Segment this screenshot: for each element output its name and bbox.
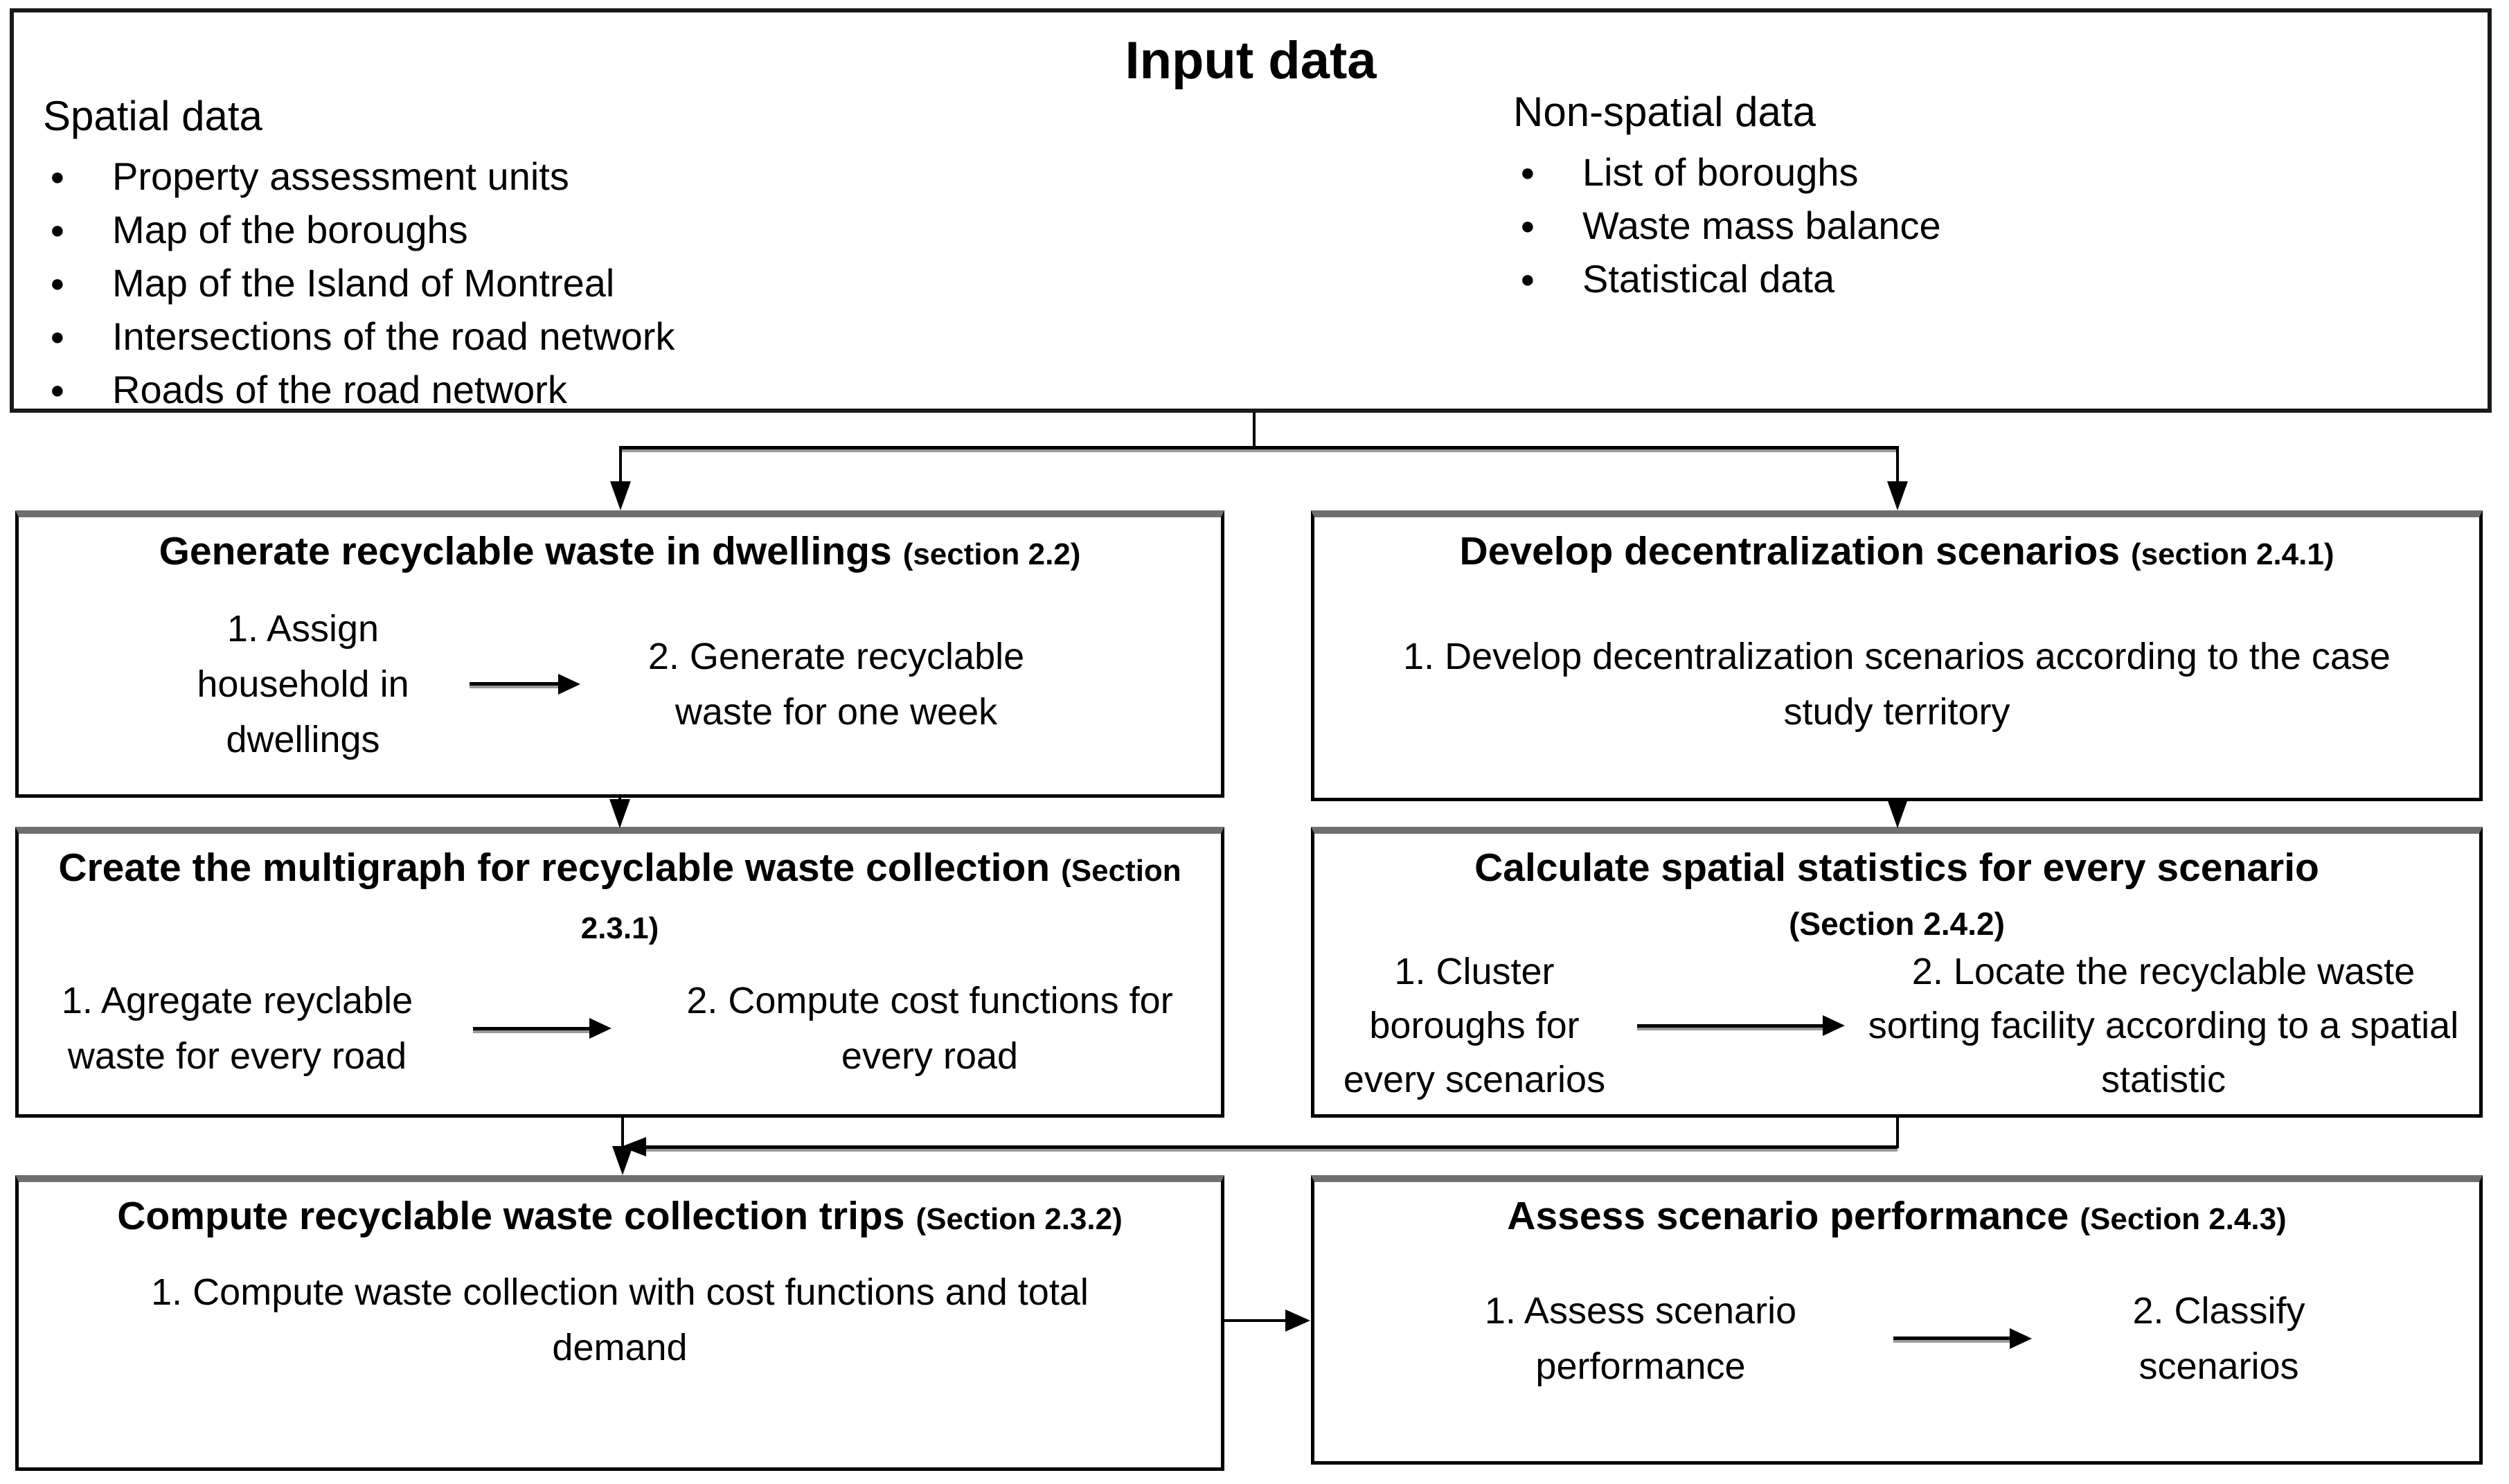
box-collection-trips-title-text: Compute recyclable waste collection trip…: [117, 1194, 905, 1238]
spatial-data-heading: Spatial data: [43, 93, 262, 139]
non-spatial-data-list: List of boroughs Waste mass balance Stat…: [1513, 145, 1941, 305]
box-create-multigraph-section-label: (Section 2.3.1): [580, 854, 1181, 945]
arrow-head-icon: [589, 1018, 611, 1039]
non-spatial-data-heading: Non-spatial data: [1513, 89, 1816, 135]
step-assess-performance: 1. Assess scenario performance: [1484, 1289, 1797, 1387]
list-item: Waste mass balance: [1513, 199, 1941, 252]
arrow-right-icon: [472, 1018, 611, 1039]
connector-trips-to-assess: [1223, 1319, 1289, 1322]
step-compute-collection: 1. Compute waste collection with cost fu…: [151, 1271, 1089, 1368]
box-generate-waste-title: Generate recyclable waste in dwellings (s…: [19, 517, 1221, 580]
arrow-head-icon: [557, 673, 580, 695]
arrow-right-icon: [1637, 1015, 1845, 1037]
arrow-head-down-icon: [1887, 481, 1908, 510]
box-develop-scenarios-title: Develop decentralization scenarios (secti…: [1314, 517, 2479, 580]
list-item: Map of the Island of Montreal: [43, 256, 675, 310]
box-create-multigraph-title-text: Create the multigraph for recyclable was…: [58, 846, 1051, 890]
box-spatial-statistics-section-label: (Section 2.4.2): [1789, 905, 2005, 942]
generate-steps-row: 1. Assign household in dwellings 2. Gene…: [19, 601, 1221, 767]
step-aggregate-waste: 1. Agregate reyclable waste for every ro…: [61, 980, 413, 1078]
connector-statistics-down: [1896, 1116, 1899, 1148]
box-collection-trips-section-label: (Section 2.3.2): [916, 1202, 1123, 1236]
box-generate-waste-title-text: Generate recyclable waste in dwellings: [159, 529, 892, 573]
multigraph-steps-row: 1. Agregate reyclable waste for every ro…: [19, 973, 1221, 1084]
step-classify-scenarios: 2. Classify scenarios: [2132, 1289, 2305, 1387]
connector-branch-line: [619, 446, 1898, 449]
spatial-data-column: Spatial data Property assessment units M…: [43, 91, 675, 416]
box-create-multigraph: Create the multigraph for recyclable was…: [15, 827, 1224, 1118]
non-spatial-data-column: Non-spatial data List of boroughs Waste …: [1513, 87, 1941, 305]
arrow-head-icon: [1823, 1015, 1845, 1037]
box-assess-performance: Assess scenario performance (Section 2.4.…: [1311, 1175, 2483, 1465]
connector-branch-left: [619, 446, 622, 484]
arrow-shaft: [1893, 1337, 2010, 1341]
box-create-multigraph-title: Create the multigraph for recyclable was…: [19, 834, 1221, 954]
box-collection-trips: Compute recyclable waste collection trip…: [15, 1175, 1224, 1471]
arrow-right-icon: [1893, 1327, 2032, 1349]
arrow-head-down-icon: [610, 481, 631, 510]
arrow-head-down-icon: [609, 799, 630, 828]
box-develop-scenarios-section-label: (section 2.4.1): [2131, 537, 2334, 571]
arrow-shaft: [1637, 1023, 1823, 1028]
arrow-shaft: [472, 1026, 589, 1030]
step-locate-sorting-facility: 2. Locate the recyclable waste sorting f…: [1868, 951, 2459, 1101]
list-item: Intersections of the road network: [43, 310, 675, 363]
box-generate-waste-section-label: (section 2.2): [902, 537, 1081, 571]
arrow-right-icon: [469, 673, 580, 695]
arrow-head-right-icon: [1285, 1309, 1310, 1332]
connector-junction-line: [633, 1145, 1898, 1149]
box-generate-waste: Generate recyclable waste in dwellings (s…: [15, 510, 1224, 798]
list-item: Roads of the road network: [43, 363, 675, 416]
arrow-head-icon: [2010, 1327, 2032, 1349]
step-cluster-boroughs: 1. Cluster boroughs for every scenarios: [1343, 951, 1606, 1101]
box-spatial-statistics-title: Calculate spatial statistics for every s…: [1314, 834, 2479, 897]
step-compute-cost-functions: 2. Compute cost functions for every road: [686, 980, 1173, 1078]
box-collection-trips-title: Compute recyclable waste collection trip…: [19, 1182, 1221, 1245]
box-assess-performance-title-text: Assess scenario performance: [1507, 1194, 2069, 1238]
spatial-statistics-steps-row: 1. Cluster boroughs for every scenarios …: [1314, 945, 2479, 1107]
box-develop-scenarios-title-text: Develop decentralization scenarios: [1459, 529, 2120, 573]
input-data-title: Input data: [1125, 31, 1377, 90]
box-spatial-statistics: Calculate spatial statistics for every s…: [1311, 827, 2483, 1118]
list-item: Map of the boroughs: [43, 203, 675, 256]
list-item: Property assessment units: [43, 150, 675, 203]
box-assess-performance-section-label: (Section 2.4.3): [2080, 1202, 2287, 1236]
arrow-shaft: [469, 682, 558, 686]
step-assign-household: 1. Assign household in dwellings: [197, 607, 409, 760]
list-item: Statistical data: [1513, 252, 1941, 305]
step-generate-week-waste: 2. Generate recyclable waste for one wee…: [648, 635, 1025, 733]
spatial-data-list: Property assessment units Map of the bor…: [43, 150, 675, 416]
connector-branch-right: [1896, 446, 1899, 484]
connector-input-stem: [1253, 413, 1256, 449]
arrow-head-down-icon: [1887, 799, 1908, 828]
input-data-box: Input data Spatial data Property assessm…: [10, 8, 2492, 416]
assess-steps-row: 1. Assess scenario performance 2. Classi…: [1314, 1283, 2479, 1394]
arrow-head-down-icon: [612, 1146, 633, 1175]
box-spatial-statistics-title-text: Calculate spatial statistics for every s…: [1474, 846, 2319, 890]
list-item: List of boroughs: [1513, 145, 1941, 199]
box-assess-performance-title: Assess scenario performance (Section 2.4.…: [1314, 1182, 2479, 1245]
step-develop-scenarios: 1. Develop decentralization scenarios ac…: [1403, 635, 2391, 733]
box-develop-scenarios: Develop decentralization scenarios (secti…: [1311, 510, 2483, 801]
connector-multigraph-down: [621, 1115, 624, 1148]
